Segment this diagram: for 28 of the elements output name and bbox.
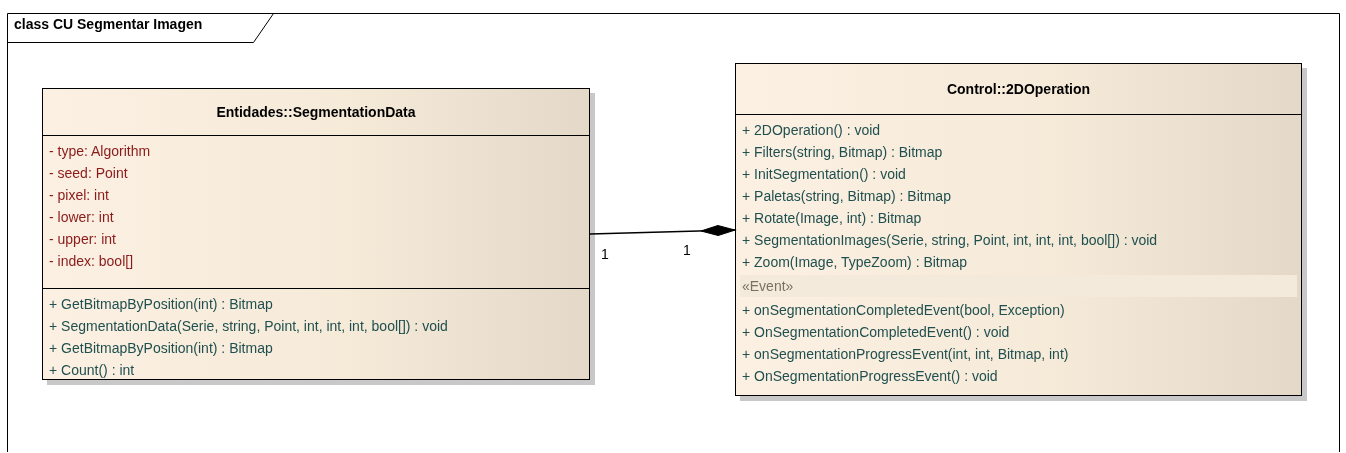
operation-text: + Rotate(Image, int) : Bitmap xyxy=(741,209,923,228)
operation-text: + OnSegmentationCompletedEvent() : void xyxy=(741,323,1011,342)
operation-text: + Zoom(Image, TypeZoom) : Bitmap xyxy=(741,253,968,272)
attribute-text: - upper: int xyxy=(48,230,117,249)
operation-text: + onSegmentationProgressEvent(int, int, Bitmap, int) xyxy=(741,345,1070,364)
operation-text: + InitSegmentation() : void xyxy=(741,165,907,184)
attribute-text: - type: Algorithm xyxy=(48,142,152,161)
stereotype-label: «Event» xyxy=(740,275,1297,297)
attribute-text: - seed: Point xyxy=(48,164,129,183)
class-name: Control::2DOperation xyxy=(946,81,1091,97)
operation-text: + SegmentationData(Serie, string, Point, int, int, int, bool[]) : void xyxy=(48,317,449,336)
operation-text: + OnSegmentationProgressEvent() : void xyxy=(741,367,999,386)
operation-text: + GetBitmapByPosition(int) : Bitmap xyxy=(48,295,274,314)
operation-text: + onSegmentationCompletedEvent(bool, Exception) xyxy=(741,301,1066,320)
multiplicity-label: 1 xyxy=(601,246,609,262)
attribute-text: - lower: int xyxy=(48,208,115,227)
operation-text: + GetBitmapByPosition(int) : Bitmap xyxy=(48,339,274,358)
composition-connector xyxy=(589,224,736,236)
multiplicity-label: 1 xyxy=(683,242,691,258)
attribute-text: - index: bool[] xyxy=(48,252,135,271)
operation-text: + SegmentationImages(Serie, string, Point, int, int, int, bool[]) : void xyxy=(741,231,1159,250)
frame-title: class CU Segmentar Imagen xyxy=(14,16,203,32)
operation-text: + Filters(string, Bitmap) : Bitmap xyxy=(741,143,944,162)
class-name: Entidades::SegmentationData xyxy=(216,104,416,120)
operation-text: + 2DOperation() : void xyxy=(741,121,882,140)
operation-text: + Paletas(string, Bitmap) : Bitmap xyxy=(741,187,952,206)
operation-text: + Count() : int xyxy=(48,361,136,380)
attribute-text: - pixel: int xyxy=(48,186,110,205)
